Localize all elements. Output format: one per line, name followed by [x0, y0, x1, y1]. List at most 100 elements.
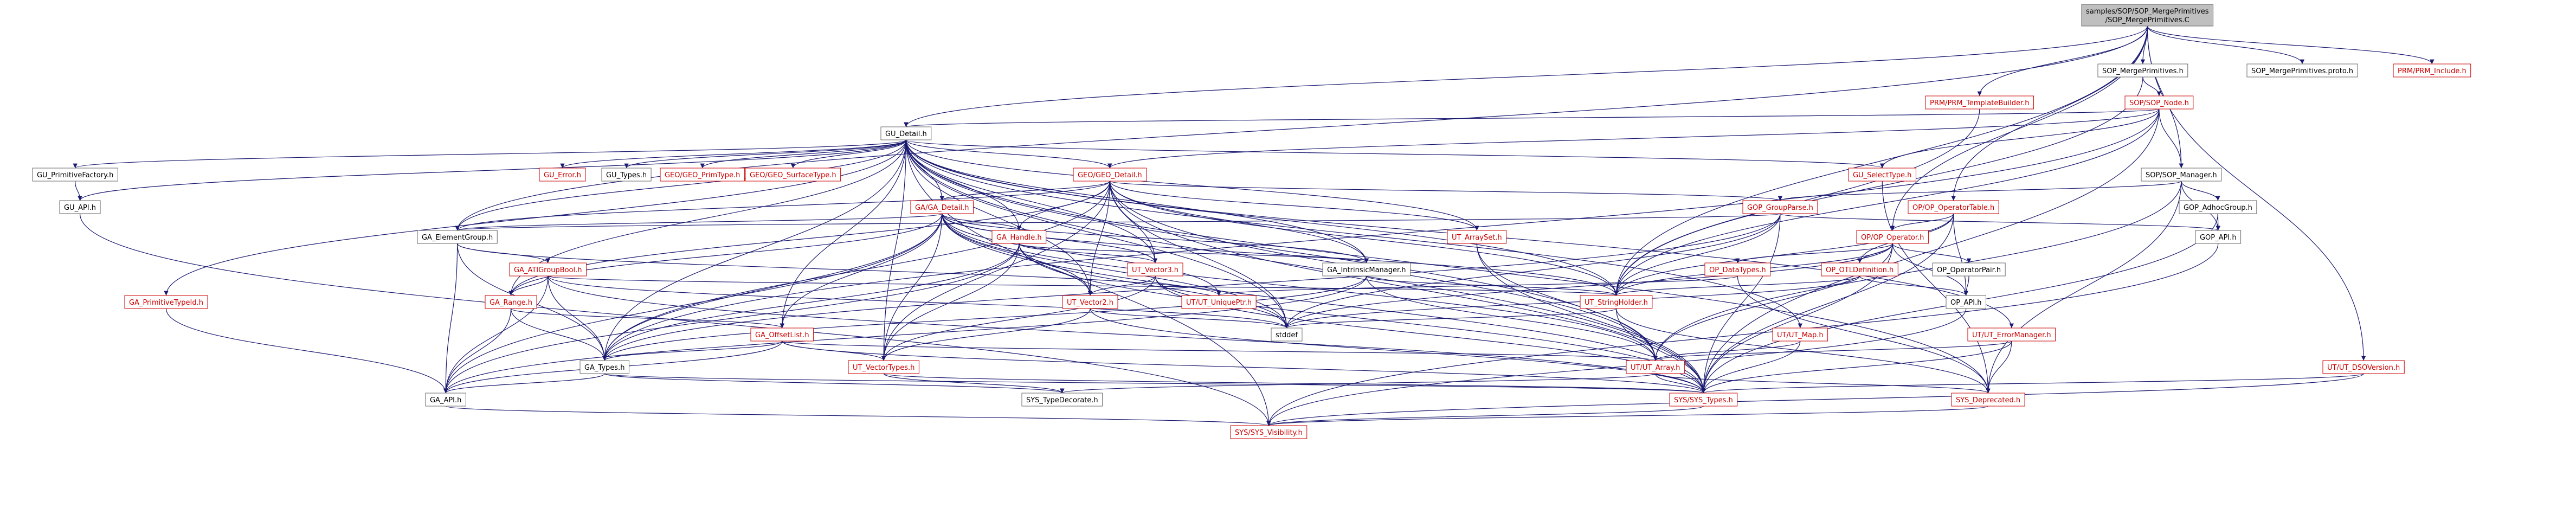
node-label: SOP/SOP_Manager.h: [2146, 171, 2217, 179]
node-label: SOP_MergePrimitives.h: [2102, 67, 2184, 75]
edge-ga_offsetlist-to-ga_types: [602, 340, 783, 361]
edge-root-to-prm_include: [2147, 25, 2435, 65]
graph-node-op-api[interactable]: OP_API.h: [1946, 295, 1987, 309]
node-box: [1447, 230, 1507, 244]
graph-node-gu-api[interactable]: GU_API.h: [59, 200, 101, 214]
node-box: [1821, 262, 1898, 277]
graph-node-ut-arrayset[interactable]: UT_ArraySet.h: [1447, 230, 1507, 244]
edge-op_api-to-sys_visibility: [1266, 308, 1967, 426]
graph-node-op-operator[interactable]: OP/OP_Operator.h: [1856, 230, 1929, 244]
graph-node-ut-vector3[interactable]: UT_Vector3.h: [1127, 262, 1183, 277]
edge-ga_atigroupbool-to-ga_types: [548, 275, 607, 361]
graph-node-ga-atigroupbool[interactable]: GA_ATIGroupBool.h: [509, 262, 587, 277]
graph-node-geo-primtype[interactable]: GEO/GEO_PrimType.h: [660, 168, 745, 182]
graph-node-op-opfactory[interactable]: OP_OperatorPair.h: [1932, 262, 2006, 277]
node-label: GA/GA_Detail.h: [915, 204, 969, 212]
node-label: samples/SOP/SOP_MergePrimitives: [2086, 8, 2209, 16]
node-label: GA_API.h: [430, 396, 461, 404]
node-label: SYS_TypeDecorate.h: [1026, 396, 1098, 404]
graph-node-ga-detail[interactable]: GA/GA_Detail.h: [910, 200, 974, 214]
edge-layer: [73, 25, 2435, 426]
graph-node-sys-visibility[interactable]: SYS/SYS_Visibility.h: [1230, 425, 1308, 439]
node-box: [2179, 200, 2257, 214]
graph-node-ut-dso[interactable]: UT/UT_DSOVersion.h: [2322, 360, 2405, 374]
graph-node-ga-range[interactable]: GA_Range.h: [485, 295, 537, 309]
edge-op_otl-to-stddef: [1284, 275, 1860, 329]
node-box: [1626, 360, 1685, 374]
node-label: GU_API.h: [64, 204, 96, 212]
graph-node-gu-primfactory[interactable]: GU_PrimitiveFactory.h: [32, 168, 118, 182]
graph-node-ga-offsetlist[interactable]: GA_OffsetList.h: [750, 327, 814, 342]
edge-gu_detail-to-gu_error: [560, 139, 906, 169]
edge-root-to-sop_proto: [2147, 25, 2305, 65]
node-label: OP/OP_Operator.h: [1861, 234, 1924, 242]
graph-node-sys-deprecated[interactable]: SYS_Deprecated.h: [1951, 393, 2025, 407]
graph-node-ga-intrinsic[interactable]: GA_IntrinsicManager.h: [1322, 262, 1411, 277]
graph-node-ut-uniqueptr[interactable]: UT/UT_UniquePtr.h: [1181, 295, 1257, 309]
graph-node-ga-handle[interactable]: GA_Handle.h: [991, 230, 1047, 244]
node-label: stddef: [1276, 331, 1298, 339]
edge-ga_atigroupbool-to-ga_api: [443, 275, 549, 394]
edge-ga_detail-to-ga_handle: [942, 213, 1021, 231]
graph-node-gop-groupparse[interactable]: GOP_GroupParse.h: [1742, 200, 1818, 214]
node-label: UT/UT_ErrorManager.h: [1972, 331, 2051, 339]
edge-ga_atigroupbool-to-sys_types: [548, 275, 1706, 394]
node-box: [1271, 327, 1303, 342]
edge-op_datatypes-to-ut_uniqueptr: [1216, 275, 1738, 296]
edge-ut_errmgr-to-sys_types: [1701, 340, 2012, 394]
graph-node-ut-errmgr[interactable]: UT/UT_ErrorManager.h: [1967, 327, 2056, 342]
edge-ga_range-to-ga_types: [510, 308, 607, 361]
edge-gu_detail-to-gu_primfactory: [73, 139, 906, 169]
graph-node-ga-elemgroup[interactable]: GA_ElementGroup.h: [417, 230, 498, 244]
edge-sop_node-to-sop_manager: [2159, 108, 2184, 169]
graph-node-sop-mp-h[interactable]: SOP_MergePrimitives.h: [2097, 63, 2188, 78]
graph-node-ut-vector2[interactable]: UT_Vector2.h: [1062, 295, 1118, 309]
edge-op_optable-to-op_operator: [1890, 213, 1954, 231]
graph-node-sys-types[interactable]: SYS/SYS_Types.h: [1669, 393, 1738, 407]
graph-node-ga-primtypeid[interactable]: GA_PrimitiveTypeId.h: [124, 295, 208, 309]
graph-node-prm-include[interactable]: PRM/PRM_Include.h: [2393, 63, 2471, 78]
graph-node-ut-map[interactable]: UT/UT_Map.h: [1772, 327, 1828, 342]
edge-gu_detail-to-ga_elemgroup: [455, 139, 906, 231]
graph-node-geo-surftype[interactable]: GEO/GEO_SurfaceType.h: [745, 168, 841, 182]
graph-node-ut-vectypes[interactable]: UT_VectorTypes.h: [848, 360, 919, 374]
graph-node-root[interactable]: samples/SOP/SOP_MergePrimitives/SOP_Merg…: [2081, 4, 2214, 27]
edge-gu_detail-to-geo_primtype: [700, 139, 906, 169]
graph-node-geo-detail[interactable]: GEO/GEO_Detail.h: [1073, 168, 1147, 182]
edge-ut_arrayh-to-sys_deprecated: [1655, 373, 1991, 394]
graph-node-gu-detail[interactable]: GU_Detail.h: [880, 126, 932, 140]
graph-node-sop-manager[interactable]: SOP/SOP_Manager.h: [2141, 168, 2222, 182]
graph-node-ut-strholder[interactable]: UT_StringHolder.h: [1580, 295, 1653, 309]
edge-ut_dso-to-sys_types: [1701, 373, 2364, 394]
graph-node-ga-types[interactable]: GA_Types.h: [579, 360, 629, 374]
graph-node-op-datatypes[interactable]: OP_DataTypes.h: [1704, 262, 1771, 277]
edge-geo_detail-to-ga_detail: [939, 181, 1110, 201]
edge-root-to-ga_elemgroup: [455, 25, 2148, 231]
graph-node-ut-arrayh[interactable]: UT/UT_Array.h: [1626, 360, 1685, 374]
edge-root-to-gu_detail: [904, 25, 2148, 127]
graph-node-sys-typedecorate[interactable]: SYS_TypeDecorate.h: [1021, 393, 1103, 407]
graph-node-op-otl[interactable]: OP_OTLDefinition.h: [1821, 262, 1898, 277]
graph-node-gu-selecttype[interactable]: GU_SelectType.h: [1848, 168, 1916, 182]
graph-node-sop-node[interactable]: SOP/SOP_Node.h: [2124, 95, 2194, 110]
graph-node-stddef[interactable]: stddef: [1271, 327, 1303, 342]
graph-node-gu-error[interactable]: GU_Error.h: [539, 168, 586, 182]
edge-ut_vector3-to-sys_types: [1155, 275, 1706, 394]
graph-node-op-optable[interactable]: OP/OP_OperatorTable.h: [1908, 200, 1999, 214]
node-box: [59, 200, 101, 214]
edge-gop_api-to-sys_visibility: [1266, 243, 2219, 426]
graph-node-gu-types[interactable]: GU_Types.h: [601, 168, 652, 182]
edge-geo_detail-to-ut_arrayset: [1109, 181, 1479, 231]
graph-node-gop-adhoc[interactable]: GOP_AdhocGroup.h: [2179, 200, 2257, 214]
edge-geo_detail-to-ga_types: [602, 181, 1110, 361]
graph-node-gop-api[interactable]: GOP_API.h: [2195, 230, 2242, 244]
graph-node-ga-api[interactable]: GA_API.h: [425, 393, 466, 407]
graph-node-sop-proto[interactable]: SOP_MergePrimitives.proto.h: [2246, 63, 2358, 78]
edge-ut_errmgr-to-sys_deprecated: [1986, 340, 2012, 394]
graph-node-prm-tb[interactable]: PRM/PRM_TemplateBuilder.h: [1925, 95, 2034, 110]
edge-ga_intrinsic-to-ga_api: [443, 275, 1367, 394]
edge-op_operator-to-stddef: [1284, 243, 1893, 329]
edge-ut_strholder-to-sys_deprecated: [1615, 308, 1991, 394]
edge-op_optable-to-op_api: [1953, 213, 1968, 296]
edge-ut_vector3-to-ut_vectypes: [881, 275, 1156, 361]
